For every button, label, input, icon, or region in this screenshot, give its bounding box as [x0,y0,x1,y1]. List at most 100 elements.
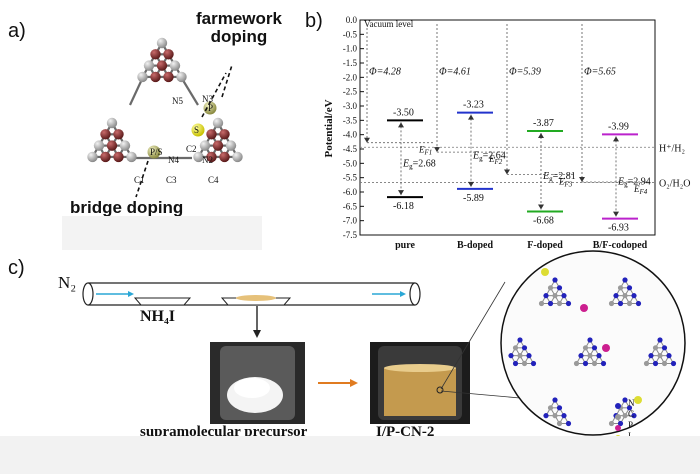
net-nitrogen [617,300,624,307]
carbon-atom [106,117,118,129]
work-function-label: Φ=4.61 [439,66,471,77]
eg-value: =2.94 [628,177,651,188]
net-phosphorus [580,304,588,312]
nitrogen-atom [113,129,124,140]
y-tick-label: -1.0 [343,44,358,54]
net-nitrogen [591,345,598,351]
net-nitrogen [600,360,607,367]
zoom-line-top [440,281,506,390]
net-nitrogen [661,345,668,351]
atom-legend [615,403,621,440]
net-carbon [608,420,615,427]
net-nitrogen [517,337,523,343]
eg-sub: g [549,175,553,183]
eg-sub: g [624,181,628,189]
net-nitrogen [521,345,528,351]
net-nitrogen [596,353,602,359]
net-carbon [626,300,633,307]
net-nitrogen [617,420,624,427]
precursor-powder [236,295,276,301]
y-tick-label: 0.0 [346,15,358,25]
vb-value: -6.18 [393,201,414,212]
net-nitrogen [565,300,572,307]
nitrogen-atom [206,151,217,163]
net-nitrogen [613,293,619,299]
y-tick-label: -2.5 [343,87,358,97]
net-iodine [634,396,642,404]
net-carbon [582,345,589,351]
bridge-doping-label: bridge doping [70,198,184,217]
zoom-line-bottom [440,390,521,399]
net-carbon [657,353,663,359]
work-function-arrow [434,147,440,153]
gas-flow-arrow-in [96,291,134,297]
category-label: F-doped [527,240,563,250]
net-carbon [661,360,668,367]
panel-label-c: c) [8,257,25,279]
nitrogen-atom [219,129,230,140]
eg-symbol: E [472,151,479,162]
vb-value: -6.68 [533,215,554,226]
net-nitrogen [657,337,663,343]
net-iodine [541,268,549,276]
eg-value: =2.64 [483,151,506,162]
vb-value: -5.89 [463,193,484,204]
nitrogen-atom [219,151,230,163]
y-tick-label: -7.5 [343,230,358,240]
net-nitrogen [561,413,567,419]
zoom-circle [500,250,686,436]
atom-label-c1: C1 [134,175,145,185]
nh4i-boat [133,297,192,306]
eg-symbol: E [542,171,549,182]
nitrogen-atom [206,129,217,140]
category-label: B/F-codoped [593,240,648,250]
y-tick-label: -1.5 [343,58,358,68]
category-label: pure [395,240,415,250]
y-tick-label: -6.5 [343,201,358,211]
net-nitrogen [582,360,589,367]
phosphorus-bridge-atom [147,145,161,159]
carbon-atom [212,117,224,129]
net-carbon [512,345,519,351]
fermi-subscript: F4 [639,188,648,196]
net-nitrogen [556,405,563,411]
atom-label-c4: C4 [208,175,219,185]
legend-n: N [628,398,635,408]
atom-label-n4: N4 [168,155,179,165]
atom-label-c2: C2 [186,144,197,154]
net-nitrogen [556,285,563,291]
net-nitrogen [578,353,584,359]
carbon-atom [87,151,98,163]
net-nitrogen [552,397,558,403]
net-nitrogen [552,277,558,283]
dashed-arrow [221,64,233,98]
gap-arrow-down [398,190,404,196]
fermi-label: EF1 [418,145,432,157]
nitrogen-atom [113,151,124,163]
net-nitrogen [648,353,654,359]
net-nitrogen [543,293,549,299]
net-nitrogen [652,360,659,367]
net-nitrogen [512,360,519,367]
reference-label: H⁺/H₂ [659,143,685,154]
doping-word: doping [210,27,268,46]
gap-arrow-down [613,211,619,217]
eg-sub: g [479,155,483,163]
eg-symbol: E [402,159,409,170]
fermi-subscript: F3 [564,181,573,189]
carbon-atom [93,140,105,151]
net-nitrogen [543,413,549,419]
sulfur-atom [191,123,205,137]
carbon-atom [137,71,148,83]
down-arrow [253,306,261,338]
net-carbon [622,293,628,299]
phosphorus-atom [203,101,217,115]
work-function-arrow [579,176,585,182]
net-nitrogen [635,300,642,307]
net-carbon [556,420,563,427]
vacuum-level-label: Vacuum level [364,19,414,29]
net-nitrogen [666,353,672,359]
work-function-arrow [504,169,510,175]
nitrogen-atom [212,140,224,151]
